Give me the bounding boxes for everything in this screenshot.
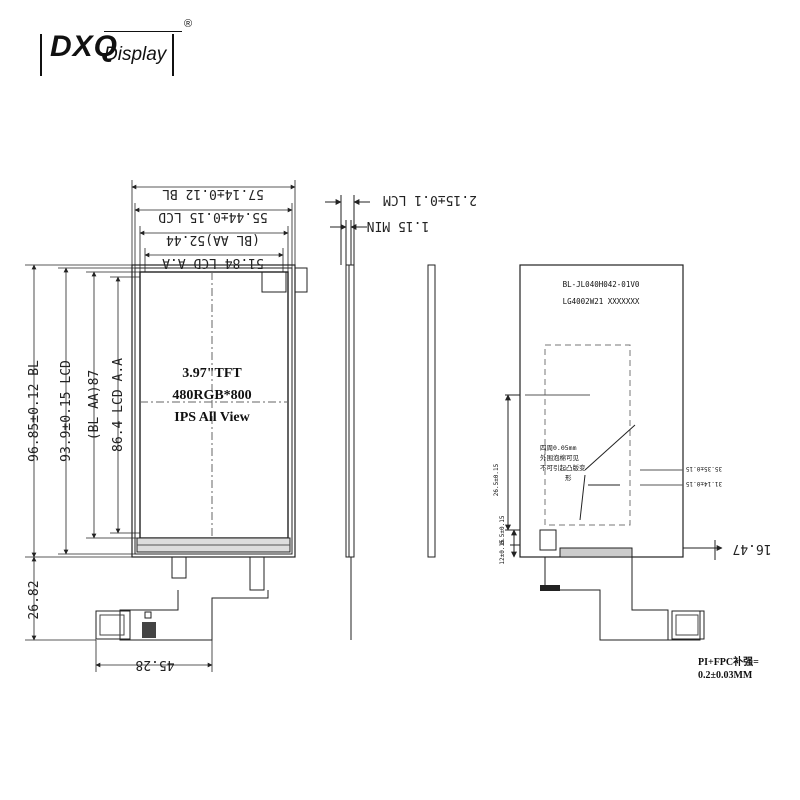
barcode [142, 622, 156, 638]
dim-lcd-width: 55.44±0.15 LCD [158, 209, 268, 224]
note-leader-2 [579, 474, 586, 521]
dim-fpc-length: 26.82 [27, 580, 42, 619]
logo-underline [104, 31, 182, 32]
front-connector-stub [294, 267, 308, 293]
dim-lcm-thickness: 2.15±0.1 LCM [383, 192, 477, 207]
side-view-2 [427, 264, 436, 558]
dim-bl-aa-height: (BL AA)87 [87, 370, 102, 440]
rear-dim-c: 26.5±0.15 [493, 463, 500, 496]
dim-lcd-height: 93.9±0.15 LCD [59, 360, 74, 462]
front-lcd-frame [134, 267, 293, 555]
side-view-1 [325, 195, 370, 640]
panel-label-size: 3.97"TFT [182, 366, 242, 381]
dim-lcd-aa-width: 51.84 LCD A.A [162, 255, 264, 270]
fpc-stiffener-note: PI+FPC补强= 0.2±0.03MM [698, 656, 759, 682]
front-view [95, 264, 308, 641]
rear-part-code: BL-JL040H042-01V0 [563, 280, 640, 289]
rear-view [505, 264, 723, 641]
dim-lcd-aa-height: 86.4 LCD A.A [111, 358, 126, 452]
fpc-note-line1: PI+FPC补强= [698, 657, 759, 668]
registered-mark: ® [184, 18, 193, 30]
panel-label-type: IPS All View [174, 410, 250, 425]
logo-bar-left [40, 34, 42, 76]
corner-marker [261, 271, 287, 293]
rear-outer-frame [519, 264, 684, 558]
front-fpc-outline [119, 557, 269, 641]
rear-dim-b: 31.14±0.15 [686, 480, 723, 487]
dim-bl-width: 57.14±0.12 BL [162, 186, 264, 201]
rear-note-2: 外围泡棉可见 [540, 453, 580, 462]
dim-bl-aa-width: (BL AA)52.44 [166, 232, 260, 247]
rear-label-code: LG4002W21 XXXXXXX [563, 297, 640, 306]
logo-sub: Display [104, 44, 167, 65]
fpc-note-line2: 0.2±0.03MM [698, 670, 753, 681]
rear-note-4: 形 [565, 474, 572, 482]
rear-dashed-region [544, 344, 631, 526]
logo-bar-right [172, 34, 174, 76]
panel-label-resolution: 480RGB*800 [172, 388, 251, 403]
rear-note-1: 四周0.05mm [540, 444, 577, 452]
rear-dim-a: 35.35±0.15 [686, 465, 723, 472]
rear-bottom-strip [559, 547, 633, 558]
logo-brand: DXQ [50, 30, 119, 63]
rear-fpc-outline [544, 557, 701, 641]
front-fpc-connector [95, 610, 131, 640]
dim-fpc-offset: 16.47 [732, 541, 771, 556]
front-outer-frame [131, 264, 296, 558]
front-aa-frame [139, 271, 289, 539]
dim-min-thickness: 1.15 MIN [367, 218, 430, 233]
rear-note-3: 不可引起凸版变 [540, 463, 586, 472]
front-vertical-dims [25, 264, 213, 672]
rear-dim-d: 0.5±0.15 [499, 515, 506, 544]
dim-bl-height: 96.85±0.12 BL [27, 360, 42, 462]
note-leader-1 [584, 424, 636, 471]
rear-dim-e: 12±0.15 [499, 539, 506, 565]
dim-fpc-width: 45.28 [135, 657, 174, 672]
rear-fpc-connector [671, 610, 705, 640]
front-horizontal-dims [131, 180, 296, 272]
